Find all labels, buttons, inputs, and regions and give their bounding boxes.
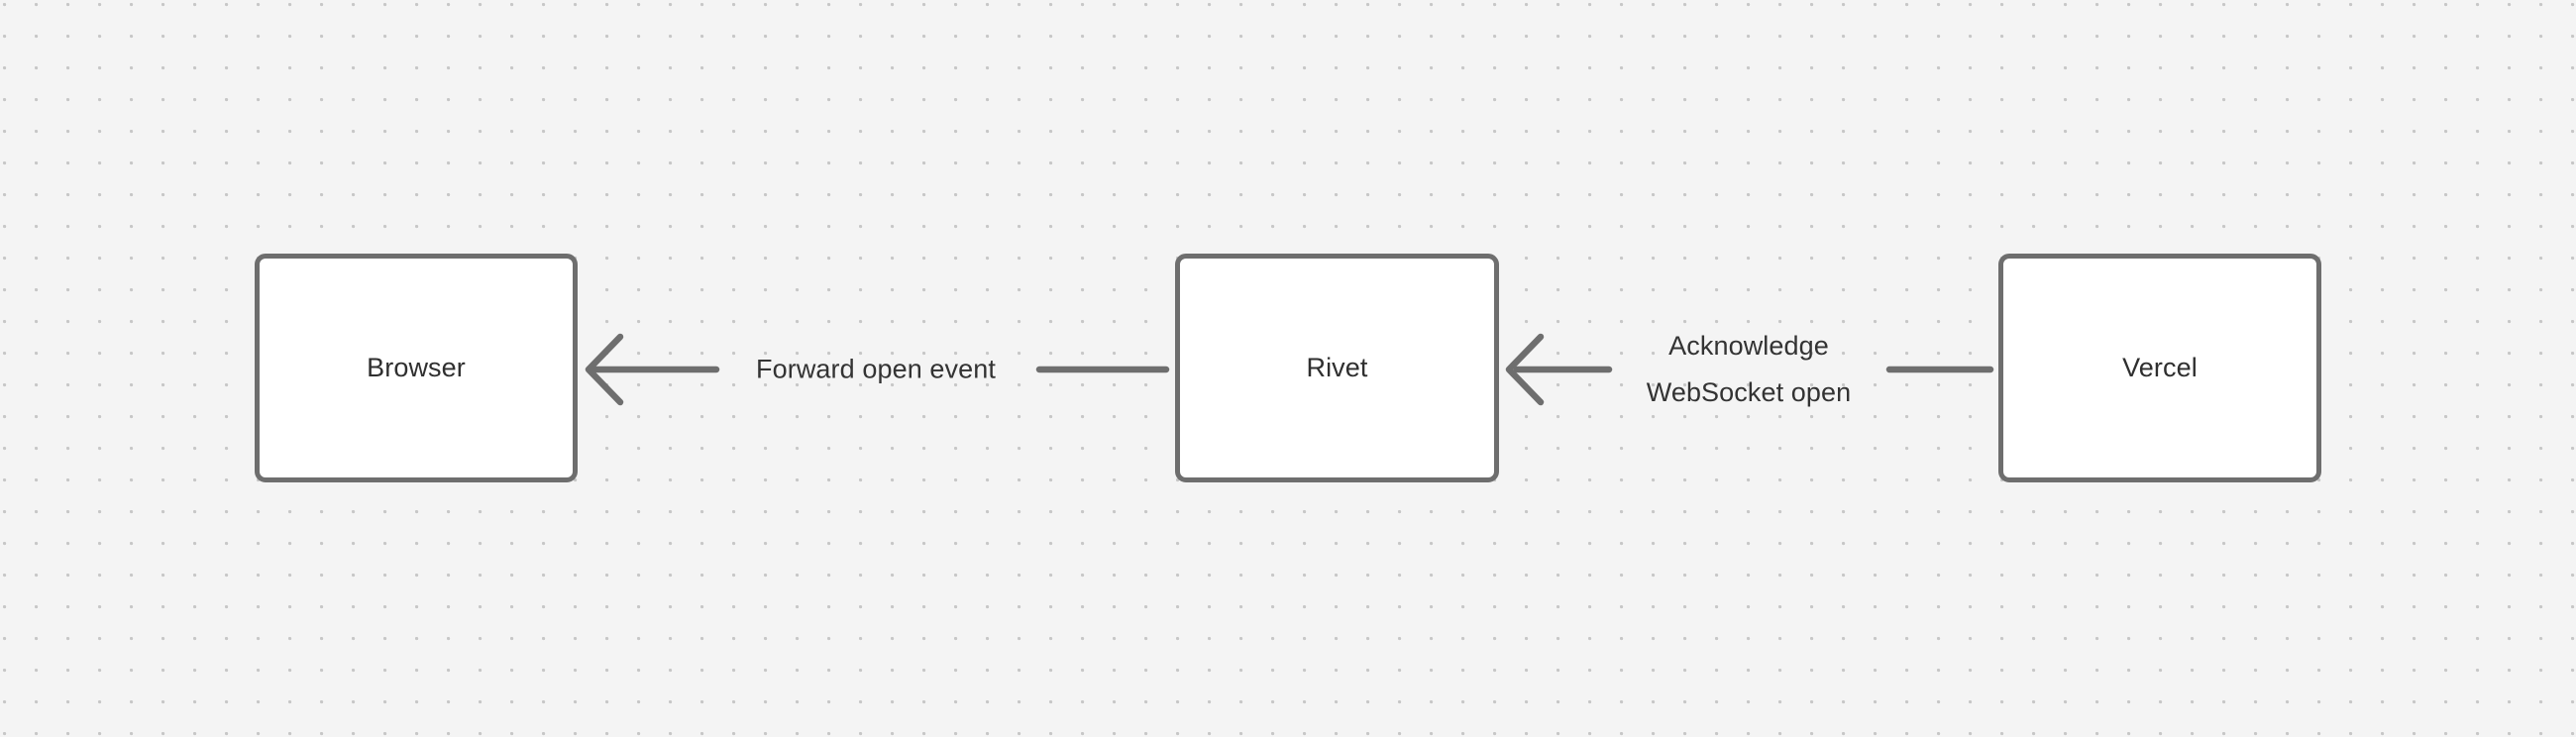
node-rivet-label: Rivet <box>1306 353 1368 383</box>
node-browser-label: Browser <box>367 353 466 383</box>
node-vercel-label: Vercel <box>2122 353 2198 383</box>
edge-label-line: Forward open event <box>756 354 996 384</box>
edge-label-line: Acknowledge <box>1668 331 1829 361</box>
edge-label-line: WebSocket open <box>1646 377 1852 407</box>
edge-2-arrowhead-icon <box>1505 333 1545 406</box>
node-vercel[interactable]: Vercel <box>1998 254 2321 482</box>
node-rivet[interactable]: Rivet <box>1175 254 1499 482</box>
edge-label-acknowledge-websocket-open: Acknowledge WebSocket open <box>1647 323 1852 416</box>
edge-label-forward-open-event: Forward open event <box>756 347 996 393</box>
edge-1-arrowhead-icon <box>585 333 624 406</box>
node-browser[interactable]: Browser <box>255 254 578 482</box>
